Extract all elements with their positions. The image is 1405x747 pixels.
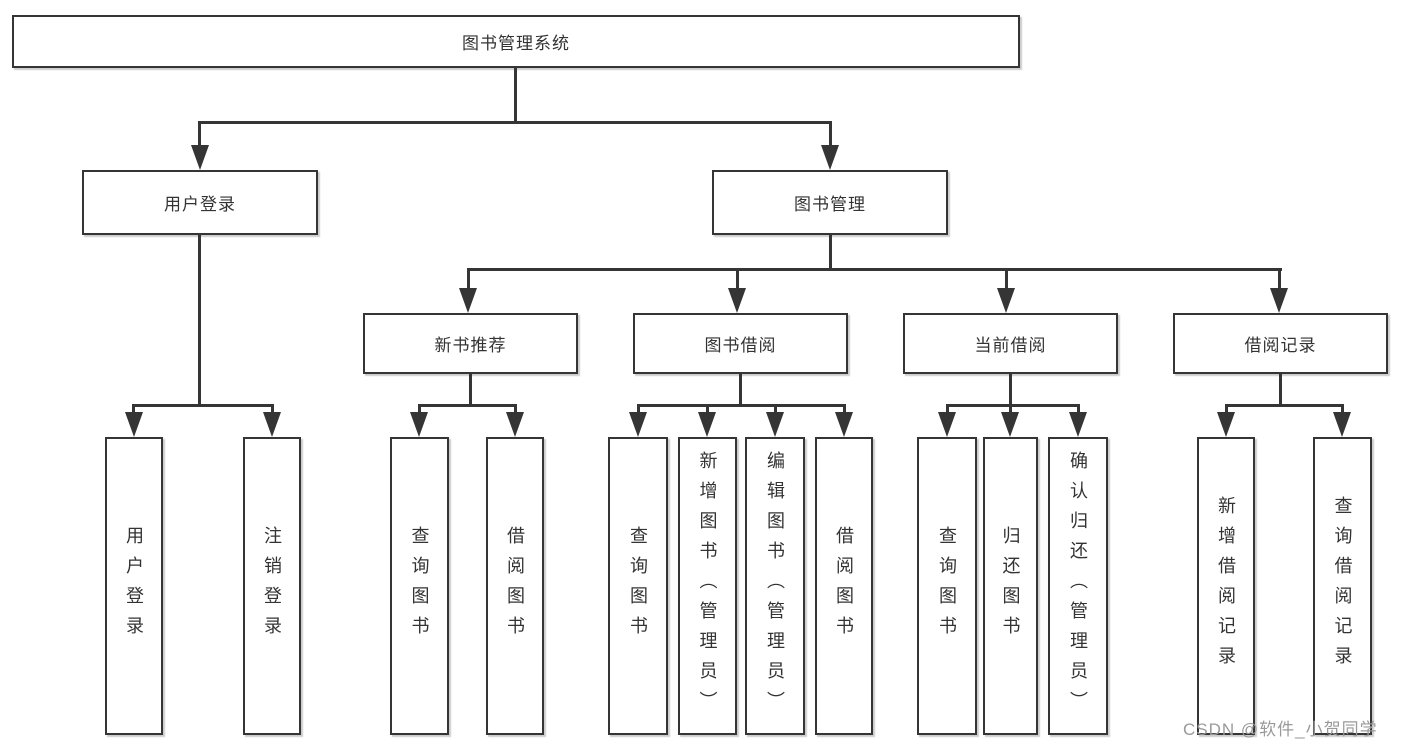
arrowhead-icon [835, 412, 853, 437]
connector-line [843, 404, 846, 418]
arrowhead-icon [1001, 412, 1019, 437]
leaf-user-login: 用户登录 [105, 437, 163, 735]
connector-line [637, 404, 846, 407]
node-current-borrowing: 当前借阅 [903, 313, 1118, 374]
arrowhead-icon [698, 412, 716, 437]
connector-line [418, 404, 517, 407]
node-library-system: 图书管理系统 [12, 15, 1020, 68]
connector-line [1009, 404, 1012, 418]
connector-line [1077, 404, 1080, 418]
arrowhead-icon [997, 288, 1015, 313]
connector-line [1009, 374, 1012, 407]
connector-line [132, 404, 274, 407]
leaf-logout: 注销登录 [243, 437, 301, 735]
connector-line [829, 121, 832, 151]
leaf-borrow-books-recommend: 借阅图书 [486, 437, 544, 735]
node-book-management-label: 图书管理 [794, 195, 866, 214]
leaf-query-borrow-record: 查询借阅记录 [1313, 437, 1372, 735]
arrowhead-icon [459, 288, 477, 313]
leaf-add-books-admin-label: 新增图书（管理员） [697, 451, 718, 721]
leaf-confirm-return-admin: 确认归还（管理员） [1048, 437, 1108, 735]
arrowhead-icon [263, 412, 281, 437]
arrowhead-icon [766, 412, 784, 437]
node-book-management: 图书管理 [712, 170, 948, 235]
leaf-logout-label: 注销登录 [262, 526, 282, 646]
arrowhead-icon [821, 145, 839, 170]
connector-line [271, 404, 274, 418]
connector-line [514, 68, 517, 123]
connector-line [198, 235, 201, 407]
csdn-watermark: CSDN @软件_小贺同学 [1183, 720, 1378, 739]
leaf-return-books: 归还图书 [983, 437, 1038, 735]
arrowhead-icon [938, 412, 956, 437]
arrowhead-icon [1333, 412, 1351, 437]
connector-line [706, 404, 709, 418]
connector-line [637, 404, 640, 418]
node-library-system-label: 图书管理系统 [462, 34, 570, 53]
connector-line [739, 374, 742, 407]
node-new-book-recommend-label: 新书推荐 [434, 336, 507, 355]
arrowhead-icon [728, 288, 746, 313]
connector-line [736, 268, 739, 292]
node-new-book-recommend: 新书推荐 [363, 313, 578, 374]
node-user-login: 用户登录 [82, 170, 318, 235]
connector-line [1278, 268, 1281, 292]
arrowhead-icon [1069, 412, 1087, 437]
connector-line [1225, 404, 1344, 407]
leaf-borrow-books-recommend-label: 借阅图书 [505, 526, 525, 646]
node-borrowing-records: 借阅记录 [1173, 313, 1388, 374]
node-borrowing-records-label: 借阅记录 [1244, 336, 1317, 355]
connector-line [1005, 268, 1008, 292]
leaf-add-books-admin: 新增图书（管理员） [678, 437, 737, 735]
connector-line [946, 404, 949, 418]
leaf-add-borrow-record-label: 新增借阅记录 [1216, 496, 1236, 676]
leaf-edit-books-admin-label: 编辑图书（管理员） [765, 451, 785, 721]
leaf-query-books-current: 查询图书 [917, 437, 977, 735]
connector-line [946, 404, 1080, 407]
leaf-borrow-books-borrowing-label: 借阅图书 [834, 526, 854, 646]
node-book-borrowing-label: 图书借阅 [704, 336, 777, 355]
arrowhead-icon [629, 412, 647, 437]
arrowhead-icon [1217, 412, 1235, 437]
leaf-edit-books-admin: 编辑图书（管理员） [745, 437, 805, 735]
leaf-query-books-borrowing: 查询图书 [608, 437, 668, 735]
connector-line [132, 404, 135, 418]
leaf-borrow-books-borrowing: 借阅图书 [815, 437, 873, 735]
leaf-query-books-recommend: 查询图书 [390, 437, 449, 735]
leaf-return-books-label: 归还图书 [1000, 526, 1021, 646]
connector-line [829, 235, 832, 271]
node-current-borrowing-label: 当前借阅 [974, 336, 1047, 355]
leaf-add-borrow-record: 新增借阅记录 [1197, 437, 1255, 735]
connector-line [774, 404, 777, 418]
leaf-query-books-recommend-label: 查询图书 [409, 526, 430, 646]
connector-line [467, 268, 1282, 271]
leaf-confirm-return-admin-label: 确认归还（管理员） [1068, 451, 1088, 721]
node-book-borrowing: 图书借阅 [633, 313, 848, 374]
leaf-query-books-current-label: 查询图书 [937, 526, 957, 646]
node-user-login-label: 用户登录 [164, 195, 236, 214]
connector-line [1341, 404, 1344, 418]
arrowhead-icon [191, 145, 209, 170]
leaf-query-books-borrowing-label: 查询图书 [628, 526, 648, 646]
connector-line [1225, 404, 1228, 418]
arrowhead-icon [506, 412, 524, 437]
leaf-query-borrow-record-label: 查询借阅记录 [1332, 496, 1353, 676]
connector-line [514, 404, 517, 418]
leaf-user-login-label: 用户登录 [124, 526, 144, 646]
connector-line [198, 121, 201, 151]
connector-line [1279, 374, 1282, 407]
connector-line [467, 268, 470, 292]
arrowhead-icon [125, 412, 143, 437]
connector-line [418, 404, 421, 418]
arrowhead-icon [1270, 288, 1288, 313]
connector-line [469, 374, 472, 407]
arrowhead-icon [410, 412, 428, 437]
connector-line [198, 121, 832, 124]
